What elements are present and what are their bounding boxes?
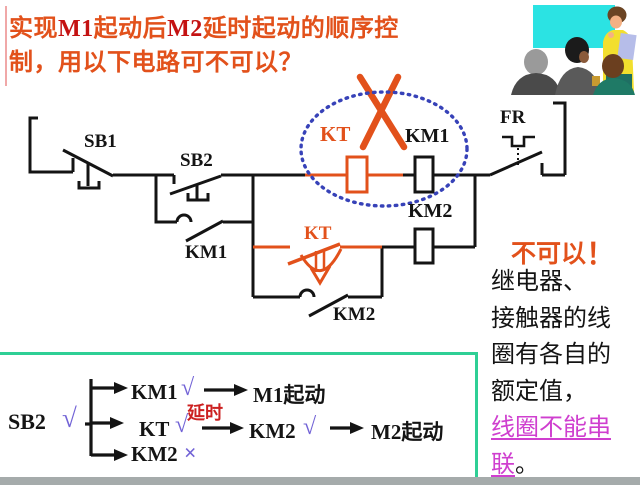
student-figure-left (511, 49, 561, 95)
label-km1-coil: KM1 (405, 125, 450, 147)
student-figure-middle (555, 37, 601, 95)
classroom-clipart (511, 5, 637, 95)
title-line-1: 实现M1起动后M2延时起动的顺序控 (9, 16, 399, 42)
arrow-icon (114, 382, 128, 394)
flow-km2-no: KM2 (131, 442, 178, 466)
fr-thermal-relay-symbol (489, 135, 565, 177)
flow-sb2-check: √ (62, 403, 77, 433)
orange-circuit-elements (253, 73, 408, 286)
circuit-wires (28, 101, 567, 318)
label-fr: FR (500, 107, 526, 128)
sb1-nc-pushbutton-symbol (62, 148, 114, 190)
slide-title: 实现M1起动后M2延时起动的顺序控 制，用以下电路可不可以？ (9, 12, 479, 80)
flow-km2-check: √ (303, 414, 317, 440)
label-km2-aux-contact: KM2 (333, 304, 376, 325)
flow-km1-check: √ (181, 375, 195, 401)
flow-arrows (85, 379, 364, 461)
label-sb2: SB2 (180, 150, 213, 171)
label-km2-coil: KM2 (408, 200, 453, 222)
explanation-line: 接触器的线 (491, 305, 611, 332)
title-line-2: 制，用以下电路可不可以？ (9, 50, 303, 76)
flow-delay-label: 延时 (187, 403, 223, 423)
arrow-icon (234, 384, 248, 396)
flow-km2-cross: × (184, 440, 197, 465)
right-rail (553, 101, 567, 175)
label-kt-coil: KT (320, 122, 351, 146)
flow-km1: KM1 (131, 380, 178, 404)
left-rail (28, 116, 73, 174)
label-kt-delay-contact: KT (304, 223, 332, 244)
flow-diagram-box (0, 352, 478, 485)
flow-kt: KT (139, 417, 170, 441)
flow-m2-start: M2起动 (371, 420, 444, 444)
sb2-no-pushbutton-symbol (156, 173, 253, 202)
km1-coil-symbol (413, 155, 435, 194)
explanation-line: 圈有各自的 (491, 342, 611, 368)
arrow-icon (114, 449, 128, 461)
flow-kt-check: √ (175, 412, 189, 438)
explanation-line: 继电器、 (491, 269, 587, 295)
kt-delay-contact-symbol (253, 242, 382, 286)
explanation-line-highlight: 线圈不能串 (491, 415, 611, 441)
label-sb1: SB1 (84, 131, 117, 152)
explanation-line: 额定值， (491, 378, 587, 405)
explanation-text: 继电器、 接触器的线 圈有各自的 额定值， 线圈不能串 联。 (491, 264, 637, 483)
clipboard (617, 33, 637, 60)
flow-sb2: SB2 (8, 409, 46, 434)
arrow-icon (110, 417, 124, 429)
student-figure-right (593, 54, 635, 95)
verdict-text: 不可以！ (511, 239, 616, 271)
arrow-icon (230, 422, 244, 434)
km2-aux-contact-symbol (253, 247, 384, 318)
error-cross-icon (356, 73, 408, 151)
kt-coil-symbol (345, 155, 369, 194)
flow-m1-start: M1起动 (253, 383, 326, 407)
km2-coil-symbol (413, 227, 435, 265)
explanation-line: 联。 (491, 451, 539, 478)
arrow-icon (350, 422, 364, 434)
title-box-left-border (5, 6, 7, 86)
flow-km2: KM2 (249, 419, 296, 443)
bottom-gray-strip (0, 477, 640, 485)
dotted-ellipse-highlight-icon (299, 90, 469, 208)
km1-aux-contact-symbol (154, 175, 253, 243)
label-km1-contact: KM1 (185, 242, 228, 263)
